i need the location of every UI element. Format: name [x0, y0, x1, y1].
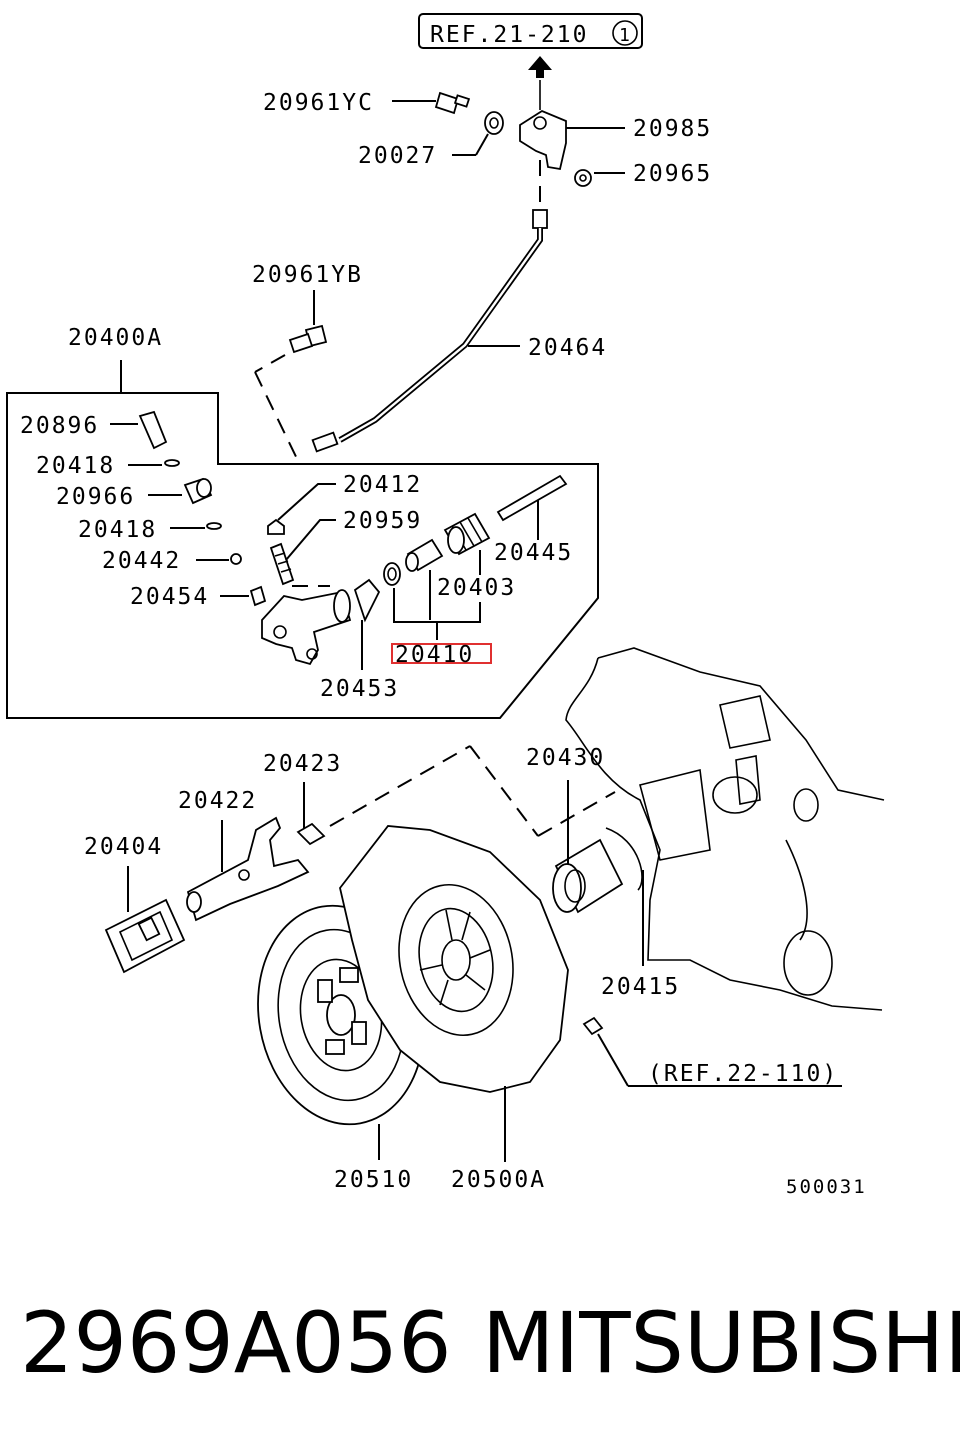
part-20404-boot[interactable]: 20404: [84, 834, 186, 974]
ref-22-110-text: (REF.22-110): [648, 1061, 838, 1087]
part-20454[interactable]: 20454: [130, 584, 267, 610]
label-20442: 20442: [102, 548, 181, 574]
label-20966: 20966: [56, 484, 135, 510]
label-20400A: 20400A: [68, 325, 163, 351]
label-20453: 20453: [320, 676, 399, 702]
part-20959[interactable]: 20959: [269, 508, 422, 586]
part-20453[interactable]: 20453: [320, 578, 399, 702]
label-20464: 20464: [528, 335, 607, 361]
part-20442[interactable]: 20442: [102, 548, 242, 574]
label-20418-upper: 20418: [36, 453, 115, 479]
brand-name: MITSUBISHI: [482, 1294, 960, 1392]
ref-21-210-box[interactable]: REF.21-210 1: [418, 13, 643, 49]
part-20961YB[interactable]: 20961YB: [252, 262, 363, 354]
ref-circle-number: 1: [619, 25, 630, 46]
label-20961YC: 20961YC: [263, 90, 374, 116]
master-cylinder-body[interactable]: [261, 585, 352, 666]
label-20403: 20403: [437, 575, 516, 601]
up-arrow-icon: [528, 56, 552, 110]
label-20412: 20412: [343, 472, 422, 498]
part-20415-clip[interactable]: 20415: [601, 827, 680, 1000]
part-20896[interactable]: 20896: [20, 410, 168, 450]
label-20422: 20422: [178, 788, 257, 814]
label-20404: 20404: [84, 834, 163, 860]
label-20445: 20445: [494, 540, 573, 566]
part-20500A-pressure-plate[interactable]: 20500A: [339, 825, 569, 1193]
part-20965[interactable]: 20965: [574, 161, 712, 187]
label-20430: 20430: [526, 745, 605, 771]
label-group-20403: 20403: [429, 550, 516, 620]
part-20410-highlight[interactable]: 20410: [391, 642, 492, 668]
part-20423[interactable]: 20423: [263, 751, 342, 846]
label-20985: 20985: [633, 116, 712, 142]
label-20454: 20454: [130, 584, 209, 610]
transmission-housing: [565, 647, 885, 1011]
part-20961YC[interactable]: 20961YC: [263, 90, 471, 116]
assembly-20400A-outline: 20400A: [6, 325, 599, 719]
part-20027[interactable]: 20027: [358, 111, 504, 169]
boot-bellows[interactable]: [443, 512, 491, 556]
label-20510: 20510: [334, 1167, 413, 1193]
label-20959: 20959: [343, 508, 422, 534]
ref-21-210-text: REF.21-210: [430, 22, 588, 48]
part-20966[interactable]: 20966: [56, 477, 213, 510]
label-20961YB: 20961YB: [252, 262, 363, 288]
label-20415: 20415: [601, 974, 680, 1000]
label-20423: 20423: [263, 751, 342, 777]
part-20430-bearing[interactable]: 20430: [526, 745, 624, 914]
part-20403-piston[interactable]: [405, 538, 444, 572]
label-20500A: 20500A: [451, 1167, 546, 1193]
part-20412[interactable]: 20412: [267, 472, 422, 535]
part-20445-pushrod[interactable]: 20445: [494, 474, 573, 566]
label-20027: 20027: [358, 143, 437, 169]
part-20985[interactable]: 20985: [519, 109, 712, 171]
diagram-code: 500031: [786, 1176, 867, 1198]
label-20965: 20965: [633, 161, 712, 187]
bracket-20410: [393, 588, 481, 640]
label-20418-lower: 20418: [78, 517, 157, 543]
part-20418-upper[interactable]: 20418: [36, 453, 180, 479]
part-20422-fork[interactable]: 20422: [178, 788, 310, 922]
label-20410: 20410: [395, 642, 474, 668]
ref-22-110[interactable]: (REF.22-110): [582, 1016, 842, 1087]
seal-ring[interactable]: [383, 562, 401, 586]
part-20464-pipe[interactable]: 20464: [311, 209, 608, 453]
part-20418-lower[interactable]: 20418: [78, 517, 222, 543]
part-number: 2969A056: [20, 1294, 452, 1392]
footer: 2969A056 MITSUBISHI: [0, 1288, 960, 1398]
label-20896: 20896: [20, 413, 99, 439]
